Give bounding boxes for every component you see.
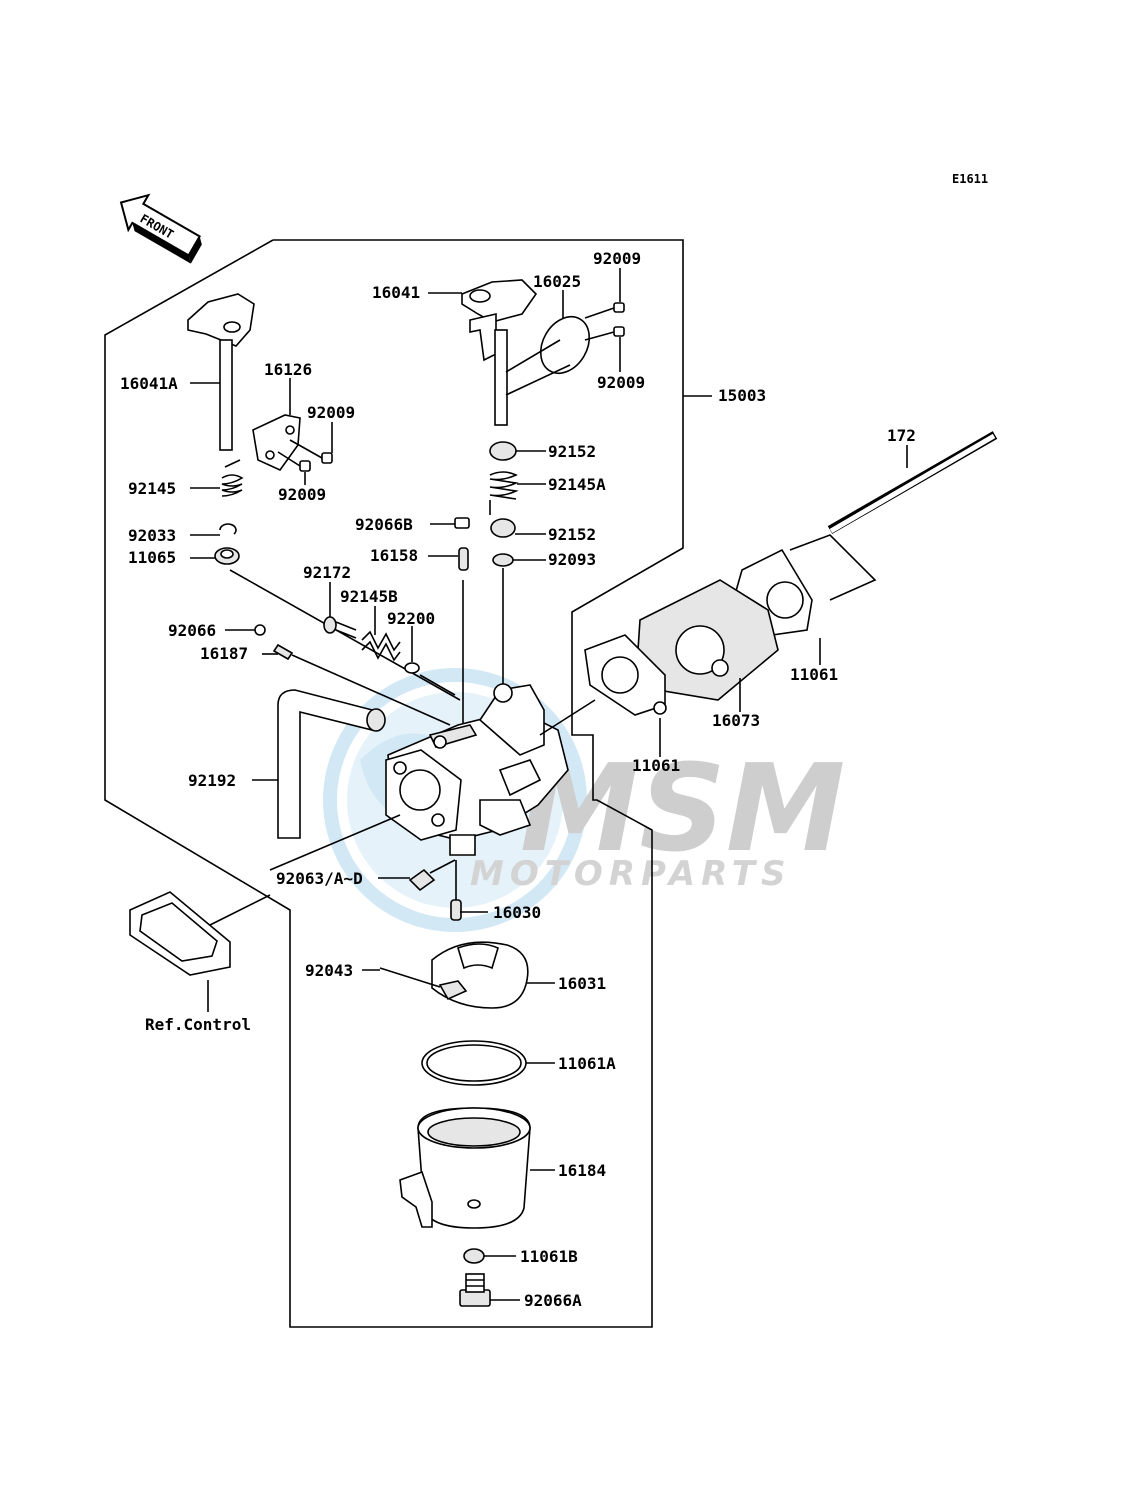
callout-172: 172 (887, 426, 916, 445)
part-92145B-spring (361, 630, 401, 662)
part-92009-screw-right-a (613, 302, 625, 313)
callout-11061B: 11061B (520, 1247, 578, 1266)
part-16187-needle (272, 643, 451, 726)
callout-92145B: 92145B (340, 587, 398, 606)
leader (584, 331, 615, 341)
watermark-sub: MOTORPARTS (470, 854, 791, 894)
callout-11061-a: 11061 (790, 665, 838, 684)
carburetor-body (385, 683, 569, 856)
callout-16184: 16184 (558, 1161, 606, 1180)
leader (539, 699, 596, 736)
part-16030-jet (450, 899, 462, 921)
leader (505, 339, 561, 373)
callout-16126: 16126 (264, 360, 312, 379)
part-92200-oring (404, 662, 420, 674)
part-92192-hose (277, 689, 386, 839)
callout-15003: 15003 (718, 386, 766, 405)
callout-16030: 16030 (493, 903, 541, 922)
callout-leaders (190, 268, 908, 1301)
part-92152-washer-b (490, 518, 516, 538)
leader (419, 674, 456, 696)
seal-hole (220, 549, 234, 559)
part-16184-bowl (399, 1107, 531, 1229)
leader (505, 364, 571, 396)
part-92145-spring (221, 459, 244, 497)
part-16031-float (431, 941, 529, 1009)
callout-11061-b: 11061 (632, 756, 680, 775)
callout-16073: 16073 (712, 711, 760, 730)
part-92172-screw (323, 616, 357, 639)
callout-11065: 11065 (128, 548, 176, 567)
part-92093-washer (492, 553, 514, 567)
callout-92009-b: 92009 (597, 373, 645, 392)
callout-16041: 16041 (372, 283, 420, 302)
part-92009-screw-left-b (277, 451, 311, 472)
part-92009-screw-right-b (613, 326, 625, 337)
callout-92009-c: 92009 (307, 403, 355, 422)
part-92033-clip (219, 523, 237, 535)
leader (269, 814, 401, 871)
leader (229, 569, 461, 701)
callout-11061A: 11061A (558, 1054, 616, 1073)
hole (265, 450, 275, 460)
callout-92066: 92066 (168, 621, 216, 640)
assembly-boundary (104, 239, 684, 1328)
callout-92152-b: 92152 (548, 525, 596, 544)
callout-92200: 92200 (387, 609, 435, 628)
part-16073-insulator (637, 579, 779, 701)
part-92066-oring (254, 624, 266, 636)
diagram-code: E1611 (952, 172, 988, 186)
part-16025-disc (539, 315, 591, 375)
callout-92145: 92145 (128, 479, 176, 498)
callout-16025: 16025 (533, 272, 581, 291)
callout-92043: 92043 (305, 961, 353, 980)
watermark-brand: MSM (520, 740, 845, 879)
part-92066A-bolt (459, 1273, 491, 1307)
leader (789, 534, 877, 601)
callout-92009-d: 92009 (278, 485, 326, 504)
ref-control-gasket (129, 891, 231, 976)
callout-92192: 92192 (188, 771, 236, 790)
leader (584, 307, 615, 319)
callout-labels: 92009 16041 16025 92009 15003 16041A 161… (120, 249, 916, 1310)
part-92152-washer-a (489, 441, 517, 461)
gasket-inner (426, 1044, 522, 1082)
part-16041 (461, 279, 538, 426)
part-92063-plug (408, 859, 456, 892)
callout-92066B: 92066B (355, 515, 413, 534)
callout-16041A: 16041A (120, 374, 178, 393)
part-92066B-screw (454, 517, 470, 529)
callout-92093: 92093 (548, 550, 596, 569)
part-92043-pin (379, 967, 441, 988)
callout-92066A: 92066A (524, 1291, 582, 1310)
part-92145A-spring (489, 471, 519, 500)
callout-16187: 16187 (200, 644, 248, 663)
callout-92145A: 92145A (548, 475, 606, 494)
part-11061-gasket-right-small (584, 634, 667, 716)
part-92009-screw-left-a (289, 439, 333, 464)
callout-92033: 92033 (128, 526, 176, 545)
callout-92172: 92172 (303, 563, 351, 582)
callout-92009-a: 92009 (593, 249, 641, 268)
callout-92152-a: 92152 (548, 442, 596, 461)
leader (209, 894, 271, 926)
part-16158-jet (458, 547, 469, 571)
hole (285, 425, 295, 435)
callout-ref-control: Ref.Control (145, 1015, 251, 1034)
part-172-stud (827, 431, 998, 534)
callout-16031: 16031 (558, 974, 606, 993)
callout-16158: 16158 (370, 546, 418, 565)
callout-92063: 92063/A~D (276, 869, 363, 888)
part-11061B-washer (463, 1248, 485, 1264)
part-16041A (187, 293, 255, 451)
front-arrow-icon: FRONT (119, 193, 202, 264)
